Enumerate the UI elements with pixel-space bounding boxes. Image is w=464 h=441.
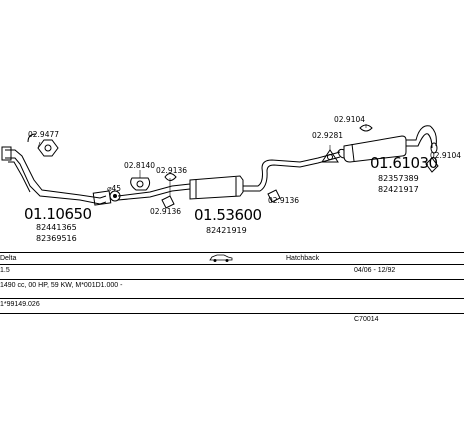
part-ref: 82369516 xyxy=(36,234,77,243)
exhaust-diagram: 02.9477 02.8140 02.9136 02.9136 02.9136 … xyxy=(1,115,461,243)
hanger-label: 02.9477 xyxy=(28,130,59,139)
body-type: Hatchback xyxy=(286,255,320,262)
reference-code: C70014 xyxy=(354,316,379,323)
part-ref: 82421917 xyxy=(378,185,419,194)
rubber-ring xyxy=(321,149,339,163)
engine-spec: 1490 cc, 00 HP, 59 KW, M*001D1.000 - xyxy=(0,282,123,289)
part-ref: 82357389 xyxy=(378,174,419,183)
info-row-ref: C70014 xyxy=(0,313,464,326)
hanger-bracket xyxy=(130,177,151,191)
hanger-label: 02.9104 xyxy=(430,151,461,160)
hanger-small xyxy=(27,133,37,143)
info-row-engine: 1.5 04/06 - 12/92 xyxy=(0,264,464,277)
part-number: 01.61030 xyxy=(370,154,438,172)
part-ref: 82441365 xyxy=(36,223,77,232)
diameter-label: ⌀45 xyxy=(107,184,121,193)
hanger-label: 02.9136 xyxy=(268,196,299,205)
info-row-spec: 1490 cc, 00 HP, 59 KW, M*001D1.000 - xyxy=(0,279,464,292)
clamp xyxy=(37,139,59,157)
rubber-hanger xyxy=(359,124,439,173)
model-name: Delta xyxy=(0,255,17,262)
rear-silencer xyxy=(337,135,407,163)
info-row-model: Delta Hatchback xyxy=(0,252,464,265)
production-years: 04/06 - 12/92 xyxy=(354,267,396,274)
rubber-hanger xyxy=(161,173,177,209)
car-icon xyxy=(208,253,234,266)
hanger-label: 02.9136 xyxy=(156,166,187,175)
type-code: 1*99149.026 xyxy=(0,301,40,308)
hanger-label: 02.9136 xyxy=(150,207,181,216)
hanger-label: 02.9281 xyxy=(312,131,343,140)
info-row-code: 1*99149.026 xyxy=(0,298,464,311)
hanger-label: 02.8140 xyxy=(124,161,155,170)
engine-size: 1.5 xyxy=(0,267,10,274)
middle-silencer xyxy=(189,175,244,200)
part-number: 01.10650 xyxy=(24,205,92,223)
rubber-hanger xyxy=(267,189,281,203)
part-number: 01.53600 xyxy=(194,206,262,224)
front-pipe xyxy=(1,146,112,206)
part-ref: 82421919 xyxy=(206,226,247,235)
hanger-label: 02.9104 xyxy=(334,115,365,124)
